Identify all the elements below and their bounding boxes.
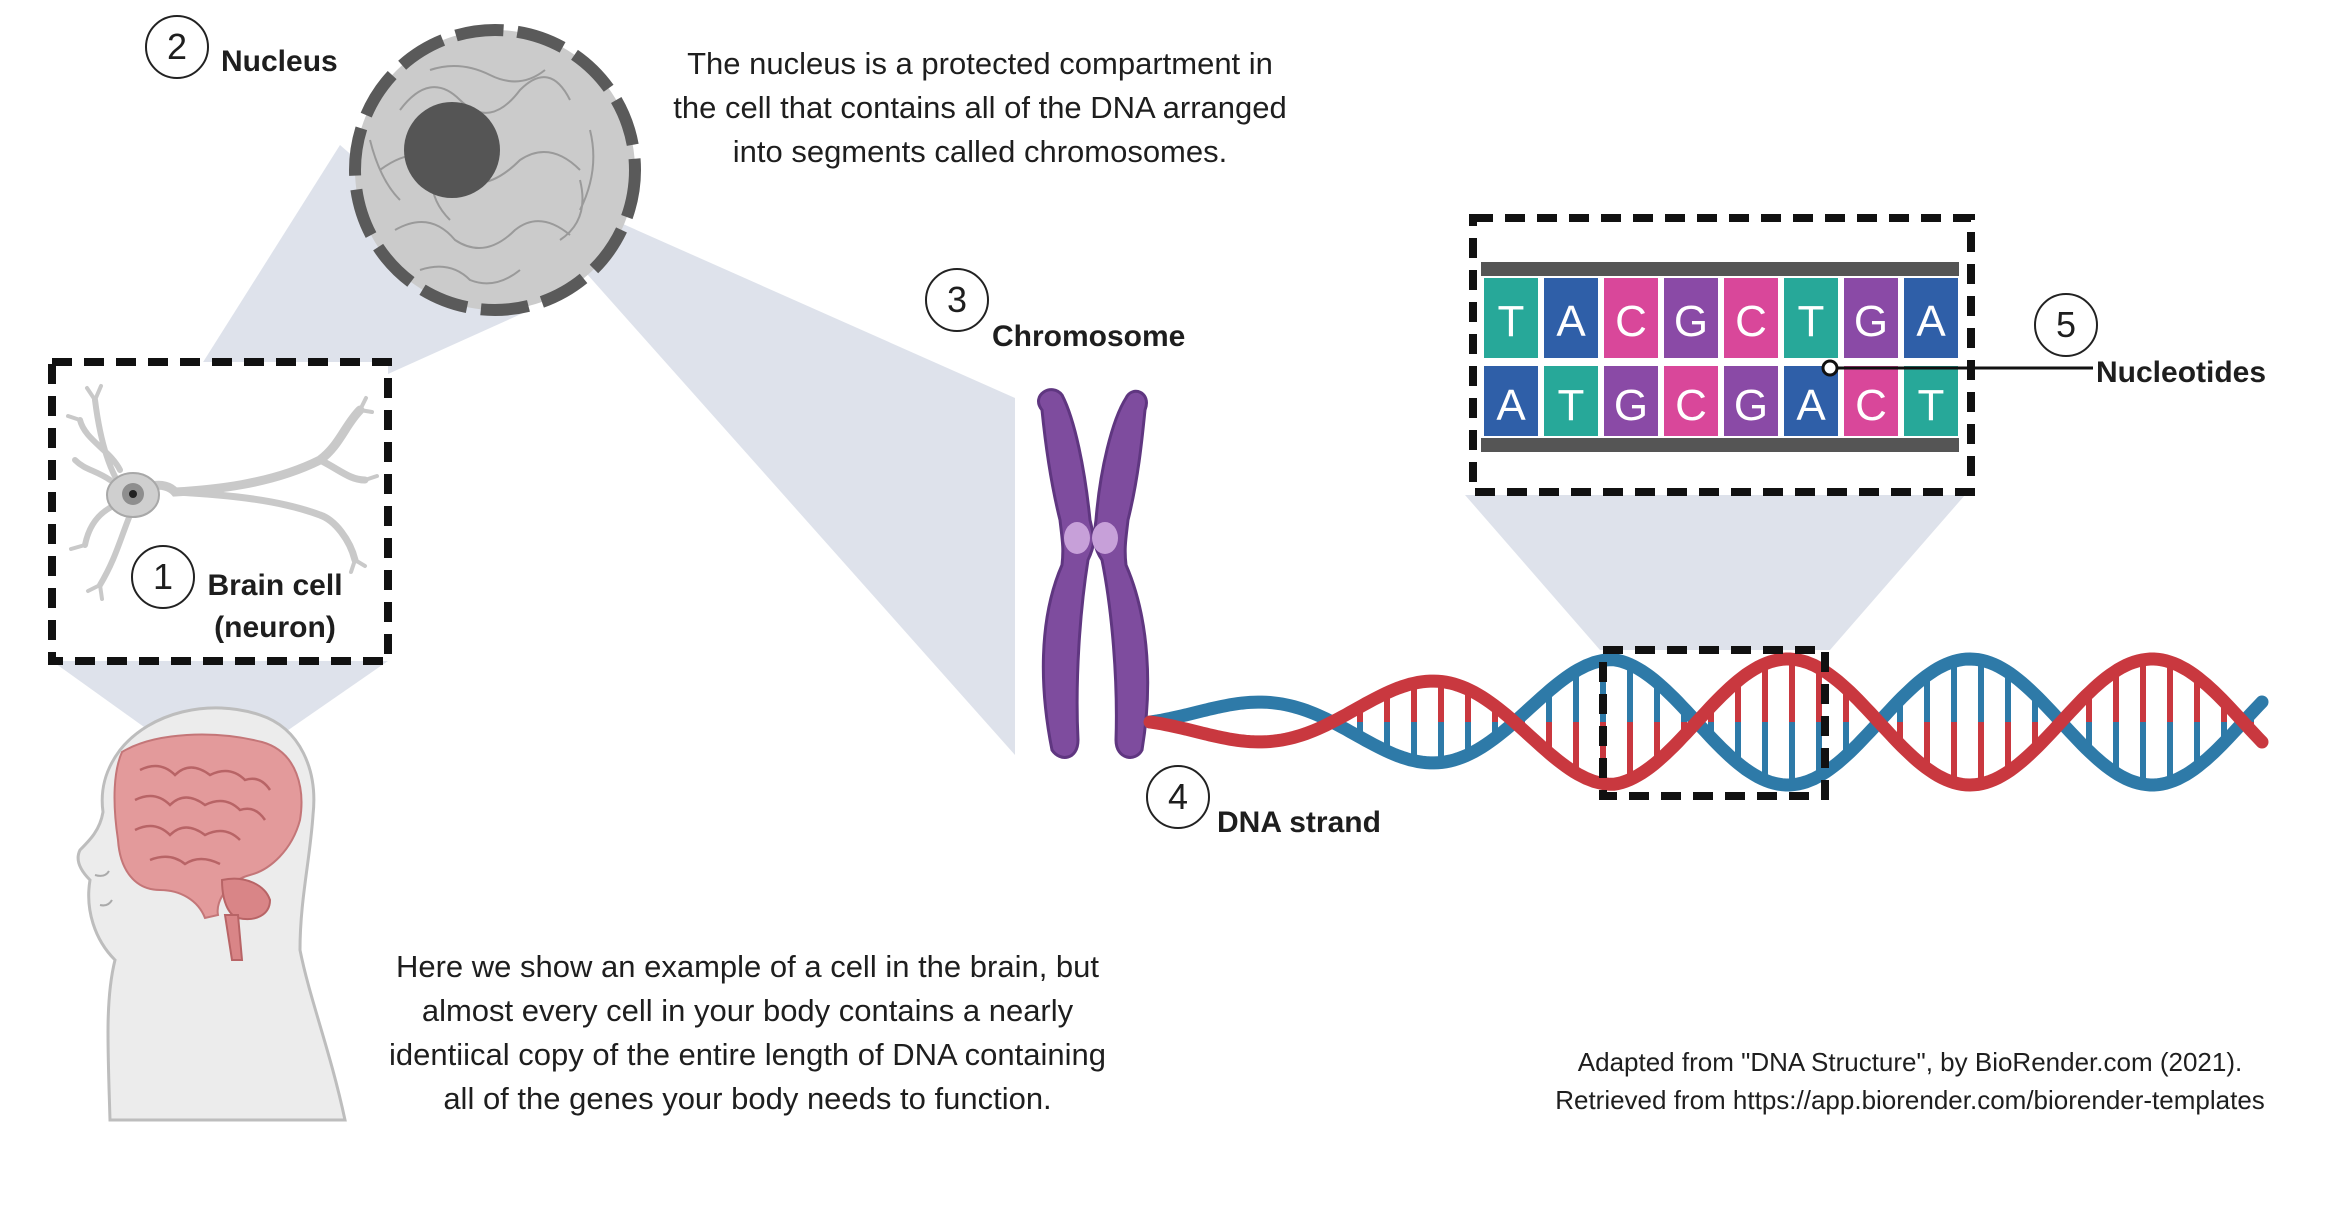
base-bottom-7 (1904, 366, 1958, 436)
base-top-3 (1664, 278, 1718, 358)
body-description-line-3: identiical copy of the entire length of … (389, 1037, 1106, 1072)
body-description-line-2: almost every cell in your body contains … (421, 993, 1074, 1028)
nucleus-description-line-2: the cell that contains all of the DNA ar… (673, 90, 1287, 125)
dna-backbone-red (1143, 652, 2269, 792)
step-5-number: 5 (2055, 304, 2077, 345)
base-bottom-letter-0: A (1496, 381, 1526, 430)
base-bottom-letter-2: G (1614, 381, 1648, 430)
base-bottom-6 (1844, 366, 1898, 436)
body-description-line-1: Here we show an example of a cell in the… (395, 949, 1100, 984)
step-4-number: 4 (1167, 776, 1189, 817)
brain-cell-label: Brain cell (neuron) (200, 565, 350, 649)
head-silhouette (76, 706, 347, 1122)
base-top-4 (1724, 278, 1778, 358)
base-top-2 (1604, 278, 1658, 358)
nucleus-icon (349, 24, 641, 316)
base-bottom-letter-3: C (1675, 381, 1707, 430)
brain-cell-label-line-2: (neuron) (214, 611, 336, 644)
nucleotide-pointer-dot (1821, 359, 1839, 377)
base-top-letter-3: G (1674, 297, 1708, 346)
dna-strand-label: DNA strand (1217, 806, 1381, 839)
base-top-1 (1544, 278, 1598, 358)
base-top-7 (1904, 278, 1958, 358)
step-4-marker: 4 (1146, 765, 1210, 829)
base-top-5 (1784, 278, 1838, 358)
base-top-letter-4: C (1735, 297, 1767, 346)
chromosome-icon (1037, 388, 1150, 759)
neuron-icon (66, 384, 379, 601)
nucleus-description-line-3: into segments called chromosomes. (732, 134, 1228, 169)
dna-zoom-frame (1599, 646, 1829, 800)
base-bottom-letter-7: T (1918, 381, 1945, 430)
chromosome-label: Chromosome (992, 320, 1186, 353)
base-bottom-4 (1724, 366, 1778, 436)
dna-helix (1143, 652, 2269, 792)
base-bottom-2 (1604, 366, 1658, 436)
brain-cell-label-line-1: Brain cell (207, 569, 343, 602)
zoom-cone-nucleus (490, 165, 1015, 755)
base-bottom-3 (1664, 366, 1718, 436)
body-description: Here we show an example of a cell in the… (345, 945, 1150, 1121)
nucleus-description: The nucleus is a protected compartment i… (640, 42, 1320, 174)
base-top-0 (1484, 278, 1538, 358)
step-3-number: 3 (946, 279, 968, 320)
body-description-line-4: all of the genes your body needs to func… (443, 1081, 1052, 1116)
citation-line-2: Retrieved from https://app.biorender.com… (1555, 1085, 2265, 1115)
base-bottom-letter-5: A (1796, 381, 1826, 430)
nucleus-label: Nucleus (221, 45, 338, 78)
dna-backbone-blue (1143, 652, 2269, 792)
citation-line-1: Adapted from "DNA Structure", by BioRend… (1577, 1047, 2243, 1077)
base-top-6 (1844, 278, 1898, 358)
step-5-marker: 5 (2034, 293, 2098, 357)
base-bottom-letter-1: T (1558, 381, 1585, 430)
step-1-number: 1 (152, 556, 174, 597)
nucleotides-label: Nucleotides (2096, 356, 2267, 389)
base-top-letter-2: C (1615, 297, 1647, 346)
base-bottom-5 (1784, 366, 1838, 436)
base-bottom-letter-6: C (1855, 381, 1887, 430)
base-bottom-1 (1544, 366, 1598, 436)
base-top-letter-7: A (1916, 297, 1946, 346)
base-top-letter-6: G (1854, 297, 1888, 346)
step-3-marker: 3 (925, 268, 989, 332)
step-1-marker: 1 (131, 545, 195, 609)
base-top-letter-0: T (1498, 297, 1525, 346)
base-top-letter-5: T (1798, 297, 1825, 346)
base-bottom-0 (1484, 366, 1538, 436)
nucleus-description-line-1: The nucleus is a protected compartment i… (687, 46, 1273, 81)
base-bottom-letter-4: G (1734, 381, 1768, 430)
step-2-number: 2 (166, 26, 188, 67)
citation: Adapted from "DNA Structure", by BioRend… (1510, 1043, 2310, 1119)
step-2-marker: 2 (145, 15, 209, 79)
zoom-cone-dna (1465, 495, 1965, 650)
base-top-letter-1: A (1556, 297, 1586, 346)
